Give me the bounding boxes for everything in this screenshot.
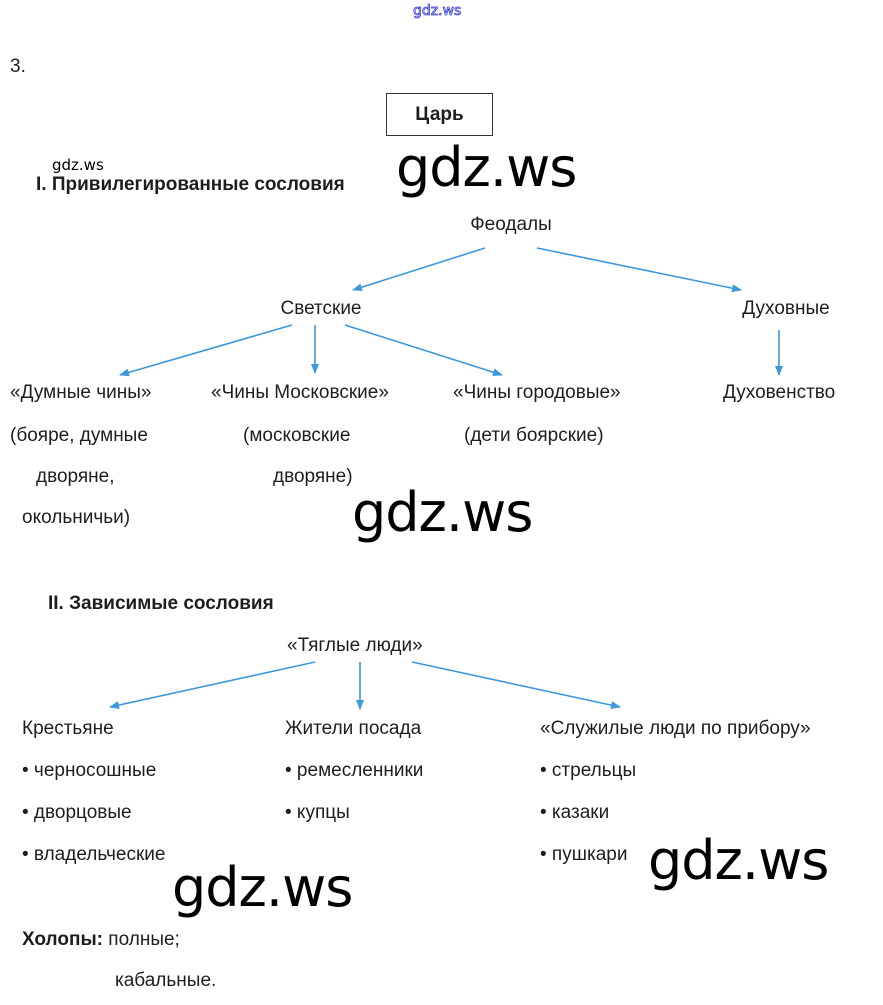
feudals-node: Феодалы (470, 214, 552, 235)
townspeople-title: Жители посада (285, 718, 422, 739)
duma-ranks-line: дворяне, (36, 466, 115, 487)
peasants-title: Крестьяне (22, 718, 114, 739)
servicemen-item: • пушкари (540, 844, 628, 865)
watermark-large-2: gdz.ws (352, 481, 533, 544)
arrow-tax-servicemen (411, 661, 621, 710)
townspeople-item: • купцы (285, 802, 350, 823)
clergy-node: Духовенство (723, 382, 836, 403)
tsar-box: Царь (386, 93, 493, 136)
peasants-item: • дворцовые (22, 802, 132, 823)
servicemen-item: • казаки (540, 802, 610, 823)
arrow-tax-peasants (109, 661, 316, 709)
moscow-ranks-title: «Чины Московские» (211, 382, 389, 403)
moscow-ranks-line: (московские (243, 425, 351, 446)
peasants-item: • черносошные (22, 760, 157, 781)
serfs-type: кабальные. (115, 970, 217, 991)
section2-title: II. Зависимые сословия (48, 593, 274, 614)
serfs-line: Холопы: полные; (22, 929, 180, 951)
serfs-type: полные; (108, 929, 180, 950)
spiritual-node: Духовные (742, 298, 830, 319)
watermark-large-4: gdz.ws (648, 829, 829, 892)
duma-ranks-line: окольничьи) (22, 507, 131, 528)
duma-ranks-line: (бояре, думные (10, 425, 148, 446)
arrow-feudals-clergy (536, 247, 742, 293)
townspeople-item: • ремесленники (285, 760, 424, 781)
servicemen-title: «Служилые люди по прибору» (540, 718, 811, 739)
city-ranks-line: (дети боярские) (464, 425, 604, 446)
secular-node: Светские (280, 298, 362, 319)
task-number: 3. (10, 56, 26, 77)
arrow-secular-city (344, 324, 503, 377)
serfs-label: Холопы: (22, 929, 104, 950)
duma-ranks-title: «Думные чины» (10, 382, 152, 403)
watermark-large-1: gdz.ws (396, 136, 577, 199)
watermark-small: gdz.ws (52, 156, 104, 174)
city-ranks-title: «Чины городовые» (453, 382, 621, 403)
section1-title: I. Привилегированные сословия (36, 174, 345, 195)
arrow-secular-duma (119, 324, 293, 377)
tax-people-node: «Тяглые люди» (287, 635, 423, 656)
tsar-label: Царь (415, 103, 464, 125)
watermark-large-3: gdz.ws (172, 856, 353, 919)
watermark-top: gdz.ws (413, 3, 462, 20)
arrow-feudals-secular (352, 247, 486, 292)
peasants-item: • владельческие (22, 844, 166, 865)
servicemen-item: • стрельцы (540, 760, 637, 781)
moscow-ranks-line: дворяне) (273, 466, 353, 487)
